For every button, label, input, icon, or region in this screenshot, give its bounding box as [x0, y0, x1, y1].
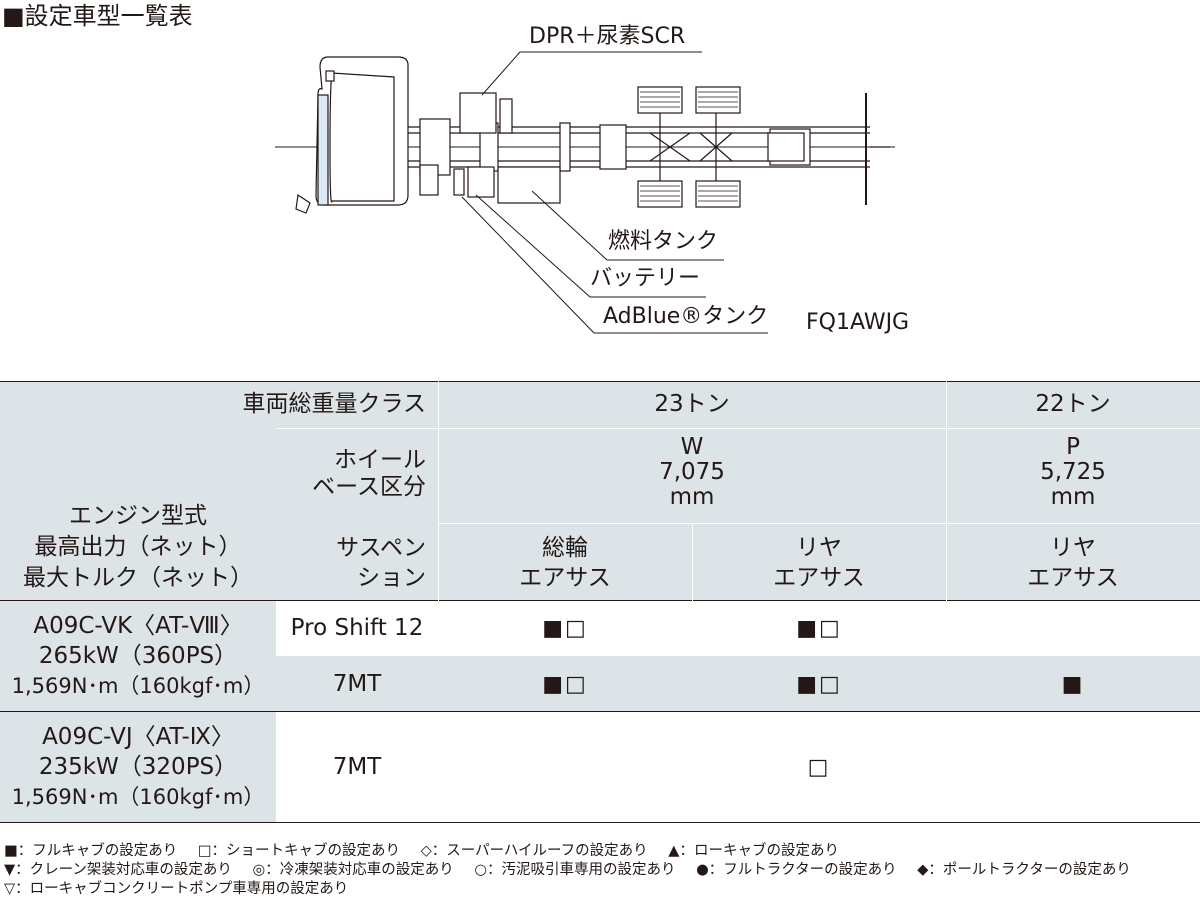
availability-cell: ■ [1061, 672, 1085, 697]
table-row [276, 712, 1200, 823]
legend-line-2: ▼：クレーン架装対応車の設定あり ◎：冷凍架装対応車の設定あり ○：汚泥吸引車専… [4, 861, 1147, 880]
legend-item: □：ショートキャブの設定あり [197, 843, 401, 859]
engine-label-line2: 最高出力（ネット） [34, 534, 242, 560]
label-dpr-scr: DPR＋尿素SCR [529, 24, 686, 49]
page-title: ■設定車型一覧表 [2, 2, 193, 30]
suspension-rear-air-22t: リヤ エアサス [946, 533, 1200, 593]
wheelbase-p-code: P [1066, 434, 1080, 460]
engine-1-torque: 1,569N･m（160kgf･m） [11, 674, 265, 698]
transmission-pro-shift-12: Pro Shift 12 [290, 615, 424, 641]
engine-label-line1: エンジン型式 [69, 503, 207, 529]
label-battery: バッテリー [590, 266, 701, 291]
engine-2-power: 235kW（320PS） [38, 754, 238, 780]
divider [438, 428, 1200, 429]
legend-item: ●：フルトラクターの設定あり [696, 862, 897, 878]
label-fuel-tank: 燃料タンク [608, 229, 719, 254]
legend-item: ◇：スーパーハイルーフの設定あり [420, 843, 648, 859]
table-row [276, 656, 1200, 712]
legend-item: ◆：ポールトラクターの設定あり [917, 862, 1131, 878]
suspension-label-line1: サスペン [336, 535, 426, 561]
wheelbase-p: P 5,725 mm [946, 435, 1200, 510]
wheelbase-w-code: W [680, 434, 704, 460]
suspension-2-line1: リヤ [796, 535, 842, 561]
legend-item: ▲：ローキャブの設定あり [668, 843, 839, 859]
engine-label-line3: 最大トルク（ネット） [23, 565, 253, 591]
availability-cell: ■□ [796, 616, 842, 641]
weight-class-23t: 23トン [654, 391, 730, 417]
table-header [0, 381, 1200, 601]
wheelbase-label-line1: ホイール [334, 447, 426, 473]
legend-line-1: ■：フルキャブの設定あり □：ショートキャブの設定あり ◇：スーパーハイルーフの… [4, 842, 1147, 861]
availability-cell: ■□ [542, 672, 588, 697]
chassis-diagram: DPR＋尿素SCR 燃料タンク バッテリー AdBlue®タンク [270, 15, 970, 355]
suspension-rear-air-23t: リヤ エアサス [692, 533, 946, 593]
label-adblue-tank: AdBlue®タンク [603, 304, 769, 329]
legend-item: ▽：ローキャブコンクリートポンプ車専用の設定あり [4, 881, 349, 897]
legend: ■：フルキャブの設定あり □：ショートキャブの設定あり ◇：スーパーハイルーフの… [4, 842, 1147, 899]
divider [946, 381, 947, 601]
engine-2-model: A09C-VJ〈AT-Ⅸ〉 [42, 724, 234, 750]
suspension-label: サスペン ション [276, 533, 438, 593]
weight-class-22t: 22トン [1035, 391, 1111, 417]
divider [438, 523, 1200, 524]
transmission-7mt: 7MT [332, 754, 382, 780]
wheelbase-w: W 7,075 mm [438, 435, 946, 510]
suspension-3-line2: エアサス [1027, 565, 1119, 591]
suspension-1-line1: 総輪 [542, 535, 588, 561]
legend-item: ◎：冷凍架装対応車の設定あり [252, 862, 454, 878]
availability-cell: □ [807, 755, 831, 780]
wheelbase-label: ホイール ベース区分 [276, 447, 438, 501]
weight-class-label: 車両総重量クラス [242, 391, 426, 417]
engine-label: エンジン型式 最高出力（ネット） 最大トルク（ネット） [0, 501, 276, 594]
suspension-all-air: 総輪 エアサス [438, 533, 692, 593]
wheelbase-label-line2: ベース区分 [312, 474, 426, 500]
model-code: FQ1AWJG [806, 310, 910, 335]
spec-table: 車両総重量クラス 23トン 22トン ホイール ベース区分 W 7,075 mm… [0, 381, 1200, 823]
transmission-7mt: 7MT [332, 671, 382, 697]
suspension-2-line2: エアサス [773, 565, 865, 591]
divider [276, 428, 438, 429]
legend-item: ■：フルキャブの設定あり [4, 843, 178, 859]
truck-chassis-illustration [275, 51, 895, 334]
engine-2-torque: 1,569N･m（160kgf･m） [11, 785, 265, 809]
wheelbase-p-unit: mm [1050, 484, 1096, 510]
wheelbase-p-length: 5,725 [1040, 459, 1106, 485]
suspension-1-line2: エアサス [519, 565, 611, 591]
availability-cell: ■□ [542, 616, 588, 641]
wheelbase-w-length: 7,075 [659, 459, 725, 485]
legend-item: ▼：クレーン架装対応車の設定あり [4, 862, 232, 878]
divider [438, 381, 439, 601]
suspension-3-line1: リヤ [1050, 535, 1096, 561]
suspension-label-line2: ション [357, 565, 426, 591]
availability-cell: ■□ [796, 672, 842, 697]
engine-1-power: 265kW（360PS） [38, 643, 238, 669]
legend-line-3: ▽：ローキャブコンクリートポンプ車専用の設定あり [4, 880, 1147, 899]
engine-1-model: A09C-VK〈AT-Ⅷ〉 [33, 613, 243, 639]
legend-item: ○：汚泥吸引車専用の設定あり [474, 862, 676, 878]
wheelbase-w-unit: mm [669, 484, 715, 510]
engine-2-cell: A09C-VJ〈AT-Ⅸ〉 235kW（320PS） 1,569N･m（160k… [0, 712, 276, 823]
table-row [276, 601, 1200, 656]
engine-1-cell: A09C-VK〈AT-Ⅷ〉 265kW（360PS） 1,569N･m（160k… [0, 601, 276, 712]
divider [692, 523, 693, 601]
